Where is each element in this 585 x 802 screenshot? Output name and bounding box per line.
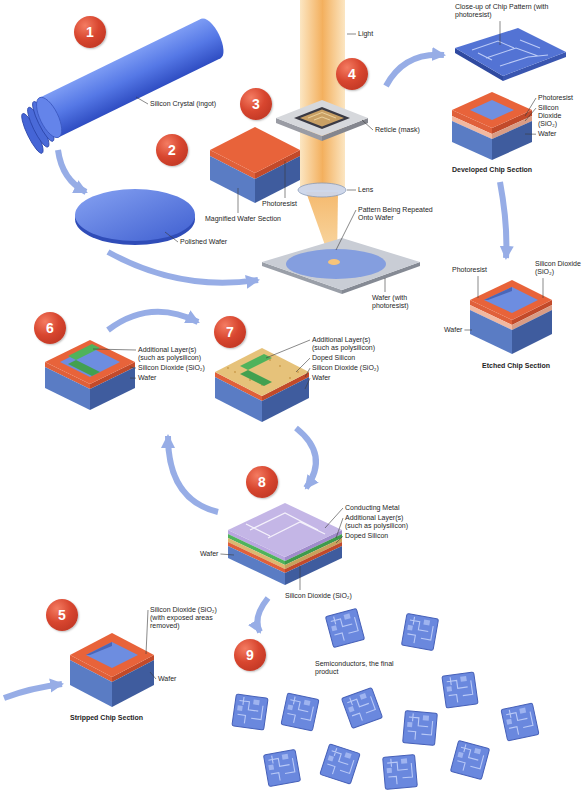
callout-number: 7 (226, 325, 234, 339)
leader-line (347, 34, 356, 35)
part-label: Silicon Dioxide (SiO₂) (285, 592, 352, 600)
reticle-mask (276, 100, 368, 141)
step-number: 8 (246, 466, 278, 498)
callout-number: 6 (46, 321, 54, 335)
part-label: Magnified Wafer Section (205, 215, 281, 223)
part-label: Wafer (with photoresist) (372, 294, 434, 310)
part-label: Silicon Dioxide (SiO₂) (with exposed are… (150, 606, 232, 630)
lens (298, 183, 346, 197)
part-label: Additional Layer(s) (such as polysilicon… (345, 514, 417, 530)
leader-line (336, 536, 343, 543)
leader-line (500, 21, 501, 45)
leader-line (347, 190, 356, 191)
chip-pattern-closeup (455, 28, 566, 81)
callout-number: 3 (252, 97, 260, 111)
step-number: 2 (156, 134, 188, 166)
leader-line (525, 108, 536, 121)
leader-line (305, 368, 310, 377)
callout-number: 1 (86, 25, 94, 39)
developed-chip-block (452, 92, 532, 160)
part-label: Wafer (312, 374, 330, 382)
part-label: Doped Silicon (312, 354, 355, 362)
leader-line (336, 210, 356, 250)
part-label: Photoresist (262, 200, 297, 208)
finished-chips (232, 608, 539, 789)
callout-number: 9 (246, 648, 254, 662)
leader-line (300, 566, 301, 590)
part-label: Conducting Metal (345, 504, 399, 512)
leader-line (478, 276, 479, 298)
light-beam (300, 0, 345, 190)
part-label: Wafer (538, 130, 556, 138)
part-label: Silicon Dioxide (SiO₂) (538, 104, 582, 128)
part-label: Semiconductors, the final product (315, 660, 397, 676)
wafer-stage (262, 238, 420, 294)
leader-line (525, 98, 536, 116)
part-label: Silicon Dioxide (SiO₂) (535, 260, 581, 276)
part-label: Lens (358, 186, 373, 194)
step-number: 1 (74, 16, 106, 48)
part-label: Silicon Dioxide (SiO₂) (138, 364, 205, 372)
leader-line (305, 378, 310, 389)
metallized-chip-block (228, 503, 342, 585)
part-label: Photoresist (452, 266, 487, 274)
section-caption: Stripped Chip Section (70, 714, 143, 722)
leader-line (150, 672, 156, 679)
part-label: Pattern Being Repeated Onto Wafer (358, 206, 438, 222)
part-label: Silicon Dioxide (SiO₂) (312, 364, 379, 372)
part-label: Close-up of Chip Pattern (with photoresi… (455, 3, 577, 19)
leader-line (146, 610, 148, 654)
callout-number: 5 (58, 608, 66, 622)
step-number: 6 (34, 312, 66, 344)
leader-line (165, 232, 178, 242)
leader-line (130, 367, 136, 368)
part-label: Additional Layer(s) (such as polysilicon… (138, 346, 210, 362)
part-label: Wafer (444, 326, 462, 334)
part-label: Additional Layer(s) (such as polysilicon… (312, 336, 384, 352)
leader-line (93, 349, 136, 350)
leader-line (543, 278, 544, 298)
part-label: Photoresist (538, 94, 573, 102)
section-caption: Developed Chip Section (452, 166, 532, 174)
doped-chip-block (215, 348, 309, 422)
leader-line (385, 278, 386, 292)
leader-line (525, 134, 536, 135)
leader-line (220, 554, 234, 555)
layered-chip-block (45, 340, 135, 410)
stripped-chip-block (70, 633, 154, 707)
callout-number: 4 (348, 67, 356, 81)
etched-chip-block (470, 280, 552, 354)
part-label: Polished Wafer (180, 238, 227, 246)
part-label: Light (358, 30, 373, 38)
step-number: 3 (240, 88, 272, 120)
leader-line (464, 330, 472, 331)
leader-line (130, 378, 136, 379)
part-label: Reticle (mask) (375, 126, 420, 134)
part-label: Wafer (138, 374, 156, 382)
callout-number: 8 (258, 475, 266, 489)
flow-arrows (4, 55, 506, 698)
step-number: 9 (234, 639, 266, 671)
part-label: Doped Silicon (345, 532, 388, 540)
leader-line (296, 358, 310, 372)
wafer-section-block (210, 127, 300, 203)
part-label: Wafer (158, 675, 176, 683)
callout-number: 2 (168, 143, 176, 157)
part-label: Silicon Crystal (ingot) (150, 100, 216, 108)
polished-wafer (75, 189, 195, 241)
leader-line (285, 161, 286, 198)
leader-line (362, 120, 373, 130)
silicon-ingot (15, 15, 231, 156)
part-label: Wafer (200, 550, 218, 558)
section-caption: Etched Chip Section (482, 362, 550, 370)
leader-line (266, 340, 310, 358)
leader-line (238, 188, 239, 213)
leader-line (136, 97, 148, 104)
step-number: 7 (214, 316, 246, 348)
leader-line (336, 518, 343, 538)
step-number: 5 (46, 599, 78, 631)
step-number: 4 (336, 58, 368, 90)
